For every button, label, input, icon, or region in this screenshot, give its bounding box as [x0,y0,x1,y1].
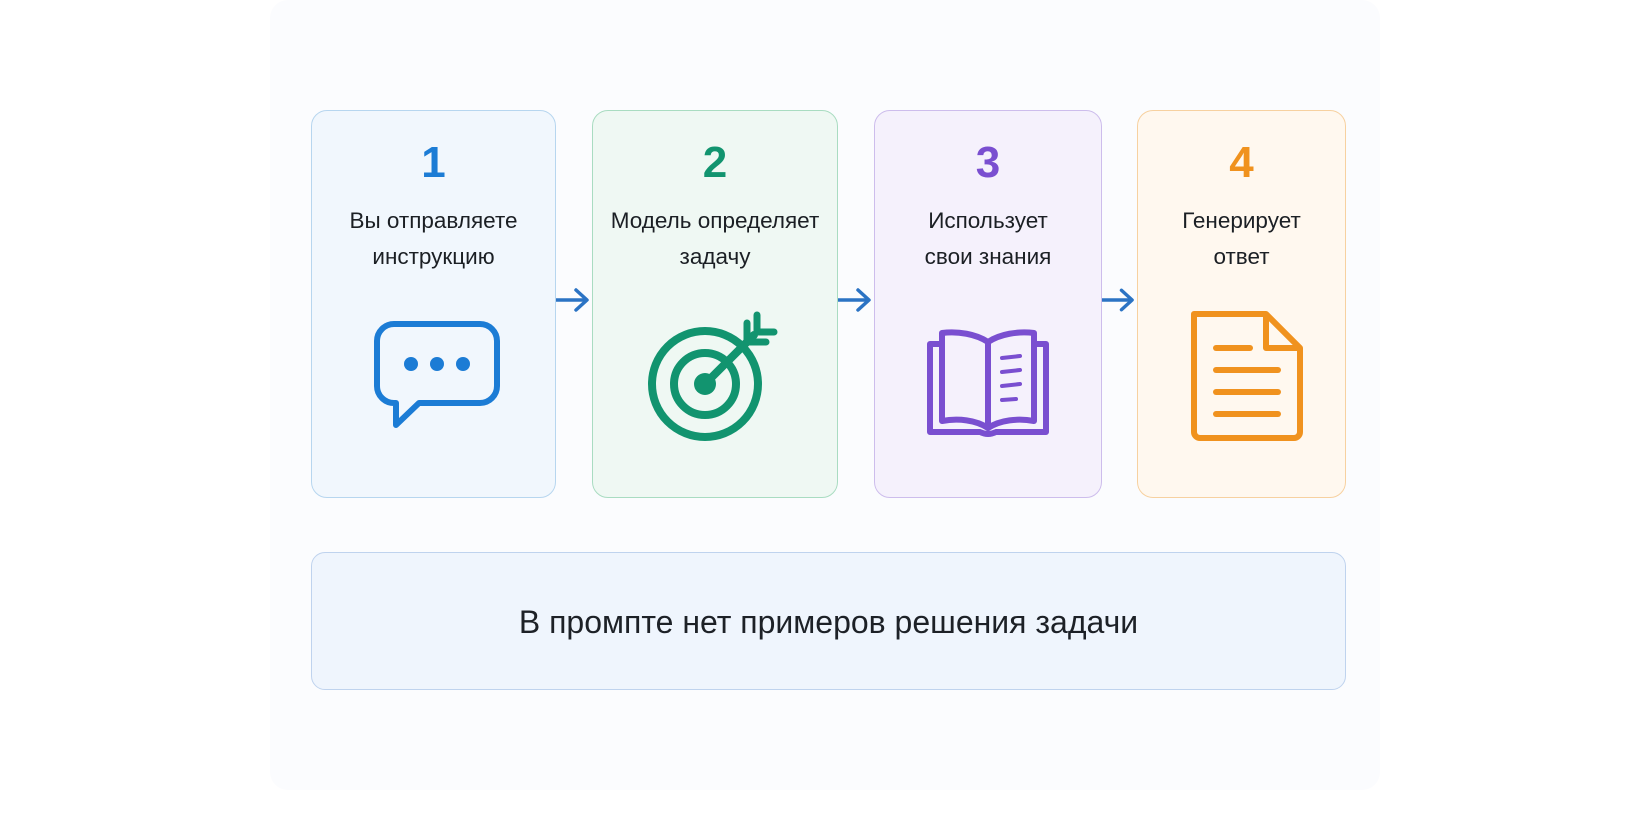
step-card-3: 3 Использует свои знания [874,110,1102,498]
step-label-line-2: ответ [1213,244,1270,269]
document-icon [1190,311,1303,441]
step-number: 1 [421,138,446,187]
step-label-line-2: инструкцию [372,244,495,269]
chat-bubble-icon [373,321,500,428]
step-label-line-2: задачу [679,244,751,269]
arrow-right-icon [1102,288,1134,312]
step-card-4: 4 Генерирует ответ [1137,110,1346,498]
step-number: 3 [975,138,1001,187]
step-label-line-1: Генерирует [1182,208,1301,233]
step-label: Вы отправляете инструкцию [318,203,549,275]
arrow-right-icon [838,288,871,312]
arrow-right-icon [556,288,589,312]
step-number: 2 [702,138,728,187]
note-text: В промпте нет примеров решения задачи [518,604,1139,640]
step-label-line-1: Вы отправляете [349,208,518,233]
step-label: Модель определяет задачу [599,203,831,275]
step-label-line-1: Модель определяет [610,208,820,233]
step-number: 4 [1229,138,1254,187]
step-card-1: 1 Вы отправляете инструкцию [311,110,556,498]
note-box: В промпте нет примеров решения задачи [311,552,1346,690]
step-label-line-2: свои знания [924,244,1052,269]
open-book-icon [927,329,1049,437]
step-card-2: 2 Модель определяет задачу [592,110,838,498]
target-icon [648,311,778,441]
step-label: Генерирует ответ [1144,203,1339,275]
step-label-line-1: Использует [928,208,1048,233]
step-label: Использует свои знания [881,203,1095,275]
